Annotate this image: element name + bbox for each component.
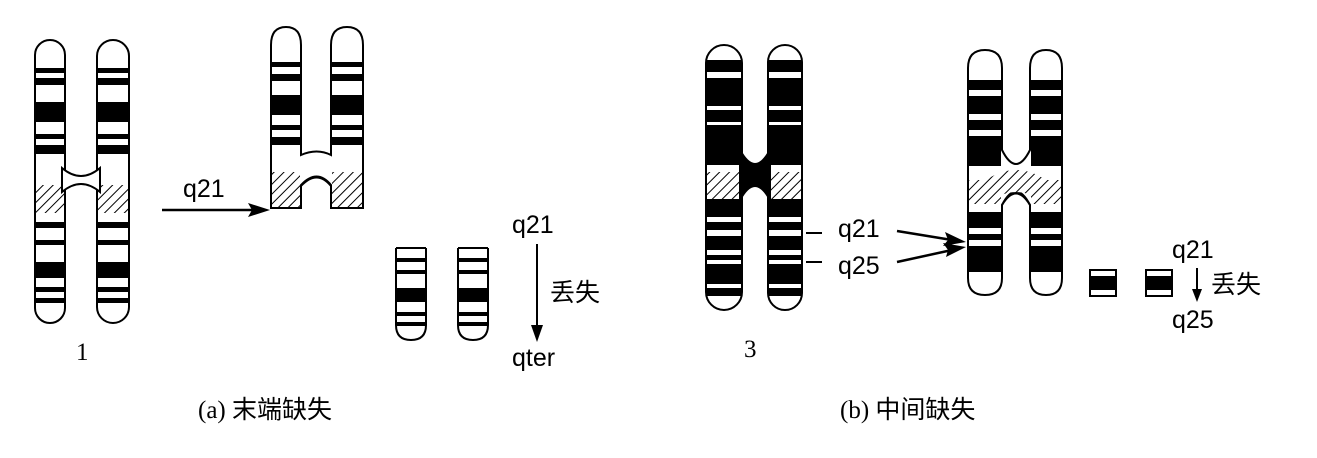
arrow-label-q21: q21: [183, 175, 225, 203]
fragment-label-q21-b: q21: [1172, 236, 1214, 264]
deletion-arrows-b: [896, 229, 966, 264]
fragment-label-q21: q21: [512, 211, 554, 239]
chromosome-3: [705, 44, 822, 311]
chromatid-right: [768, 45, 802, 310]
deletion-arrow-a: [162, 203, 270, 217]
marker-label-q21: q21: [838, 215, 880, 243]
caption-a: (a) 末端缺失: [198, 397, 332, 424]
chromatid-left: [706, 45, 742, 310]
chromosome-1: [34, 39, 130, 324]
loss-arrow-b: [1192, 268, 1202, 302]
loss-arrow-a: [531, 244, 543, 342]
chromatid-right: [97, 40, 129, 323]
lost-fragment-a: [395, 247, 489, 342]
chromosome-number-1: 1: [76, 339, 89, 366]
chromosome-number-3: 3: [744, 336, 757, 363]
chromosome-1-deleted: [270, 25, 364, 209]
chromosome-3-deleted: [967, 48, 1063, 297]
fragment-label-qter: qter: [512, 344, 556, 372]
fragment-label-q25-b: q25: [1172, 306, 1214, 334]
marker-label-q25: q25: [838, 252, 880, 280]
loss-label-a: 丢失: [550, 279, 601, 307]
caption-b: (b) 中间缺失: [840, 397, 976, 424]
chromatid-left: [35, 40, 65, 323]
loss-label-b: 丢失: [1211, 271, 1262, 299]
lost-fragment-b: [1089, 269, 1173, 297]
